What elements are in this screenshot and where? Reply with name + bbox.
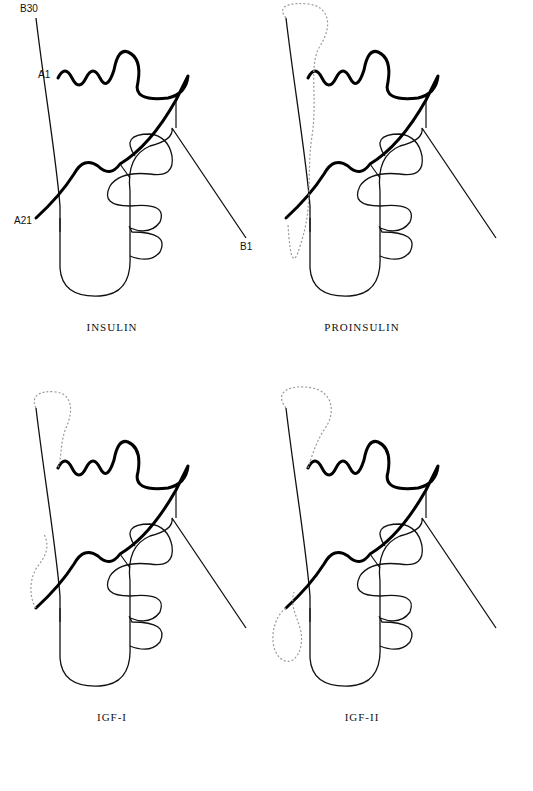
panel-caption: PROINSULIN xyxy=(324,322,399,333)
panel-caption: INSULIN xyxy=(87,322,138,333)
insulin-structure xyxy=(36,18,246,296)
chain-end-label: B30 xyxy=(20,4,38,14)
chain-end-label: A21 xyxy=(14,216,32,226)
proinsulin-structure xyxy=(283,4,496,297)
chain-end-label: A1 xyxy=(38,70,50,80)
panel-caption: IGF-I xyxy=(97,712,127,723)
igf2-structure xyxy=(273,387,496,686)
igf1-structure xyxy=(31,392,246,687)
panel-caption: IGF-II xyxy=(345,712,380,723)
chain-end-label: B1 xyxy=(240,242,252,252)
